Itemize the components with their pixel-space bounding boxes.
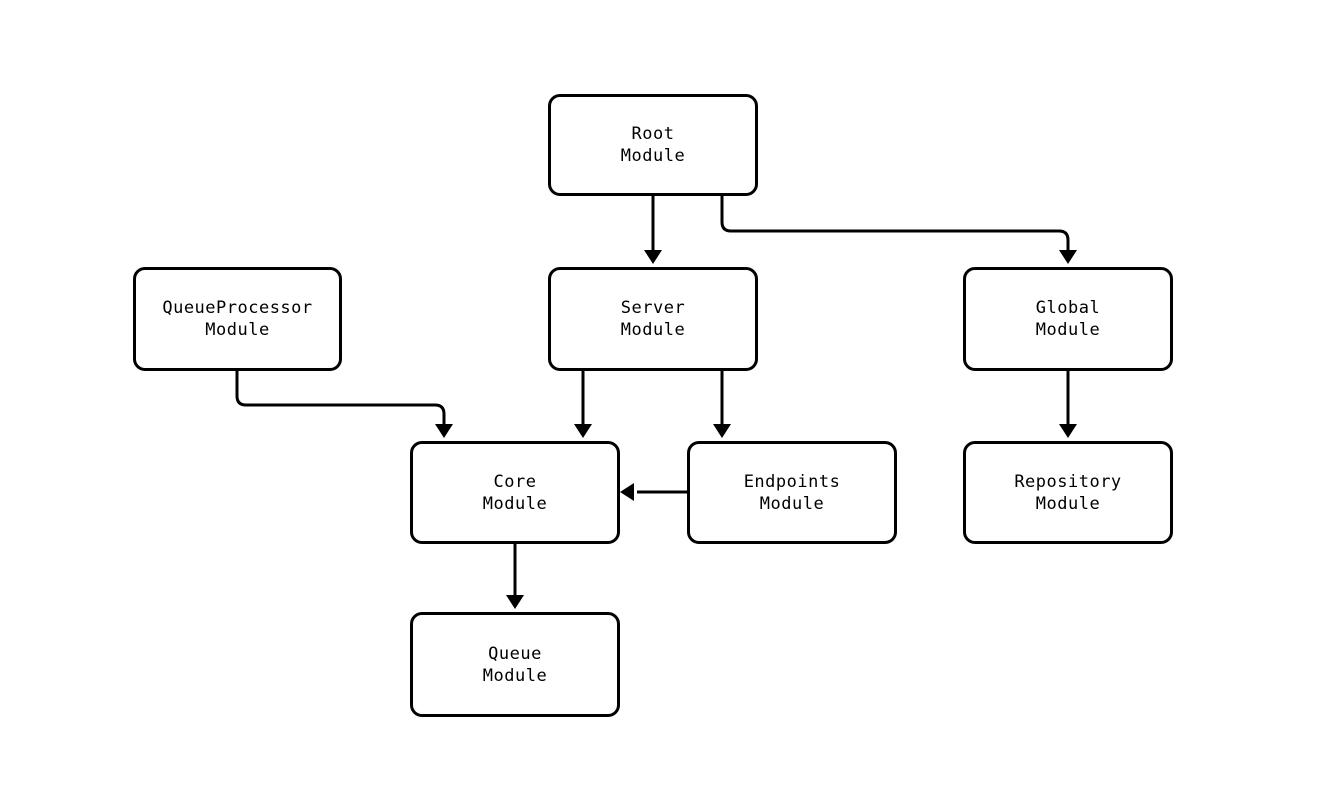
arrowhead-icon [574, 424, 592, 438]
arrowhead-icon [1059, 424, 1077, 438]
edge-endpoints-to-core [620, 483, 687, 501]
node-label-suffix: Module [205, 320, 270, 340]
node-label-suffix: Module [482, 665, 548, 686]
edge-server-to-core [574, 371, 592, 438]
node-label-suffix: Module [620, 320, 686, 340]
node-label-name: Root [631, 124, 675, 144]
node-label-name: Core [493, 471, 537, 492]
node-label-suffix: Module [1035, 493, 1101, 514]
node-label-suffix: Module [620, 146, 686, 166]
edge-root-to-global [720, 196, 1077, 264]
arrowhead-icon [620, 483, 634, 501]
node-label-name: Repository [1014, 471, 1122, 492]
edge-core-to-queue [506, 544, 524, 609]
edge-root-to-server [644, 196, 662, 264]
node-label-suffix: Module [759, 493, 825, 514]
edge-line [720, 196, 1070, 252]
node-label-name: Global [1035, 298, 1101, 318]
node-label-name: Queue [488, 643, 542, 664]
node-label-name: Endpoints [743, 471, 841, 492]
arrowhead-icon [1059, 250, 1077, 264]
node-label-name: QueueProcessor [162, 298, 313, 318]
arrowhead-icon [506, 595, 524, 609]
edge-queueprocessor-to-core [235, 371, 453, 438]
arrowhead-icon [713, 424, 731, 438]
edge-line [235, 371, 446, 426]
arrowhead-icon [435, 424, 453, 438]
edge-server-to-endpoints [713, 371, 731, 438]
node-label-suffix: Module [1035, 320, 1101, 340]
edge-global-to-repository [1059, 371, 1077, 438]
node-label-name: Server [620, 298, 686, 318]
arrowhead-icon [644, 250, 662, 264]
node-label-suffix: Module [482, 493, 548, 514]
